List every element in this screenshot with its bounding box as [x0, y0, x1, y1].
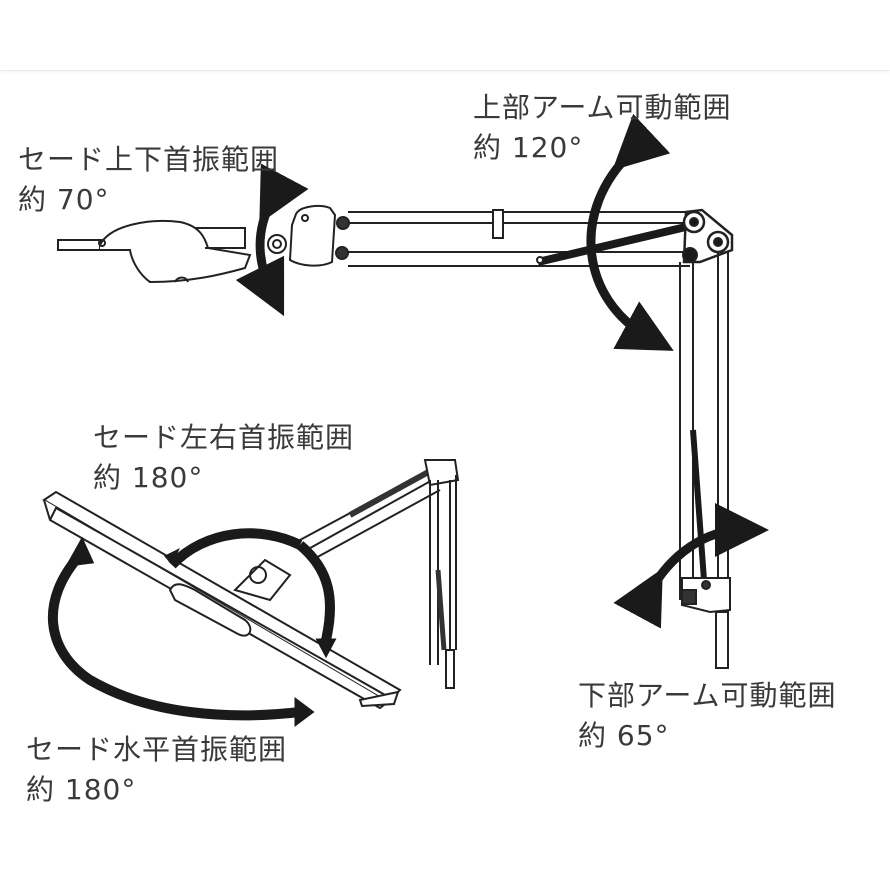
upper-arm-arrow-icon: [586, 113, 674, 351]
label-shade-left-right: セード左右首振範囲 約 180°: [93, 418, 354, 498]
label-title: セード上下首振範囲: [18, 143, 280, 176]
range-arrows-bottom: [47, 528, 337, 727]
lamp-perspective-view: [42, 459, 460, 710]
shade-head-icon: [57, 219, 252, 284]
label-title: セード水平首振範囲: [26, 733, 288, 766]
label-lower-arm: 下部アーム可動範囲 約 65°: [578, 676, 836, 756]
head-joint-icon: [267, 205, 350, 267]
label-title: 下部アーム可動範囲: [578, 679, 837, 712]
range-arrows-top: [235, 113, 769, 629]
shade-bar-icon: [42, 490, 402, 710]
label-shade-vertical: セード上下首振範囲 約 70°: [18, 140, 279, 220]
label-shade-horizontal: セード水平首振範囲 約 180°: [26, 730, 287, 810]
top-bar: [0, 0, 890, 71]
shade-vertical-arrow-icon: [235, 163, 309, 317]
shade-joint-icon: [233, 558, 292, 602]
shade-left-right-arrow-icon: [168, 528, 336, 642]
upper-arm-icon: [348, 209, 691, 267]
label-value: 約 70°: [18, 183, 110, 216]
label-upper-arm: 上部アーム可動範囲 約 120°: [473, 88, 731, 168]
label-value: 約 120°: [473, 131, 584, 164]
lower-arm-arrow-icon: [613, 503, 769, 629]
label-value: 約 180°: [93, 461, 204, 494]
perspective-arm-icon: [299, 459, 460, 689]
label-title: セード左右首振範囲: [93, 421, 355, 454]
lower-arm-icon: [679, 252, 731, 669]
elbow-joint-icon: [682, 208, 734, 264]
shade-horizontal-arrow-icon: [47, 551, 301, 721]
label-value: 約 180°: [26, 773, 137, 806]
label-value: 約 65°: [578, 719, 670, 752]
label-title: 上部アーム可動範囲: [473, 91, 732, 124]
